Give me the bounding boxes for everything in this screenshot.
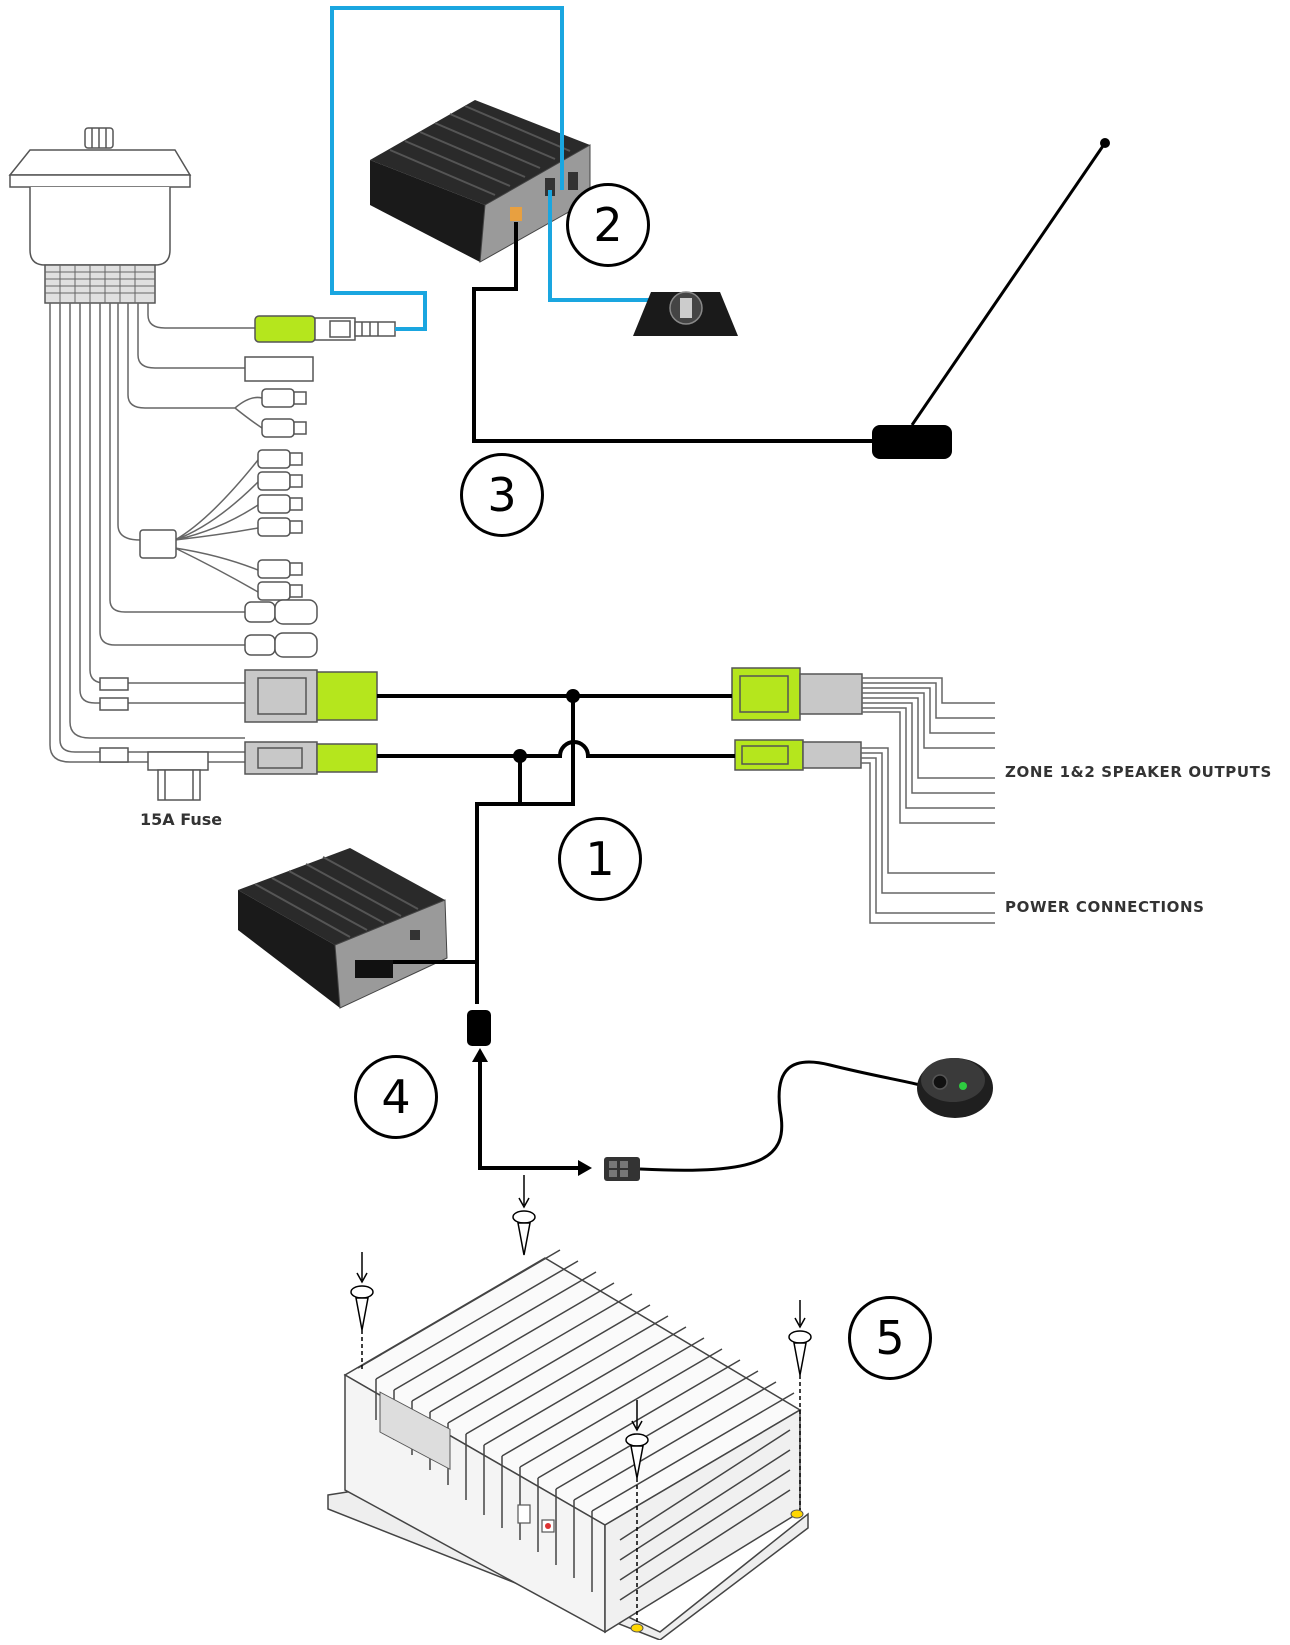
amplifier-top bbox=[370, 100, 591, 263]
antenna-cable bbox=[472, 222, 875, 443]
inline-connector bbox=[467, 1010, 491, 1046]
remote-volume-knob bbox=[917, 1058, 993, 1118]
fuse-label: 15A Fuse bbox=[140, 810, 223, 829]
remote-plug bbox=[604, 1157, 640, 1181]
step-3-badge: 3 bbox=[460, 453, 544, 537]
usb-extension-cable bbox=[330, 6, 650, 331]
amplifier-mounting bbox=[327, 1249, 809, 1641]
remote-arrow-path bbox=[478, 1058, 580, 1170]
speaker-outputs-label: ZONE 1&2 SPEAKER OUTPUTS bbox=[1005, 763, 1272, 781]
main-connector-right-top bbox=[731, 667, 863, 721]
amplifier-middle bbox=[238, 848, 448, 1009]
usb-plug bbox=[254, 315, 396, 343]
step-2-badge: 2 bbox=[566, 183, 650, 267]
usb-dash-mount bbox=[633, 291, 738, 336]
main-connector-right-bottom bbox=[734, 739, 862, 771]
main-connector-left-top bbox=[99, 669, 378, 723]
fuse-holder bbox=[147, 751, 209, 801]
speaker-output-wires bbox=[861, 677, 995, 924]
junction-dot bbox=[513, 749, 527, 763]
remote-cable bbox=[639, 1060, 921, 1172]
step-4-badge: 4 bbox=[354, 1055, 438, 1139]
arrow-head-right bbox=[578, 1160, 592, 1176]
power-connections-label: POWER CONNECTIONS bbox=[1005, 898, 1205, 916]
mounting-screws bbox=[350, 1175, 812, 1622]
arrow-head-up bbox=[472, 1048, 488, 1062]
step-1-badge: 1 bbox=[558, 817, 642, 901]
antenna bbox=[872, 138, 1110, 459]
aux-plug bbox=[244, 356, 314, 382]
step-5-badge: 5 bbox=[848, 1296, 932, 1380]
harness-wires bbox=[49, 303, 263, 763]
rca-plugs bbox=[139, 388, 318, 658]
main-connector-left-bottom bbox=[99, 741, 378, 775]
junction-dot bbox=[566, 689, 580, 703]
head-unit bbox=[8, 127, 192, 304]
harness-bridge-wires bbox=[377, 694, 735, 1004]
